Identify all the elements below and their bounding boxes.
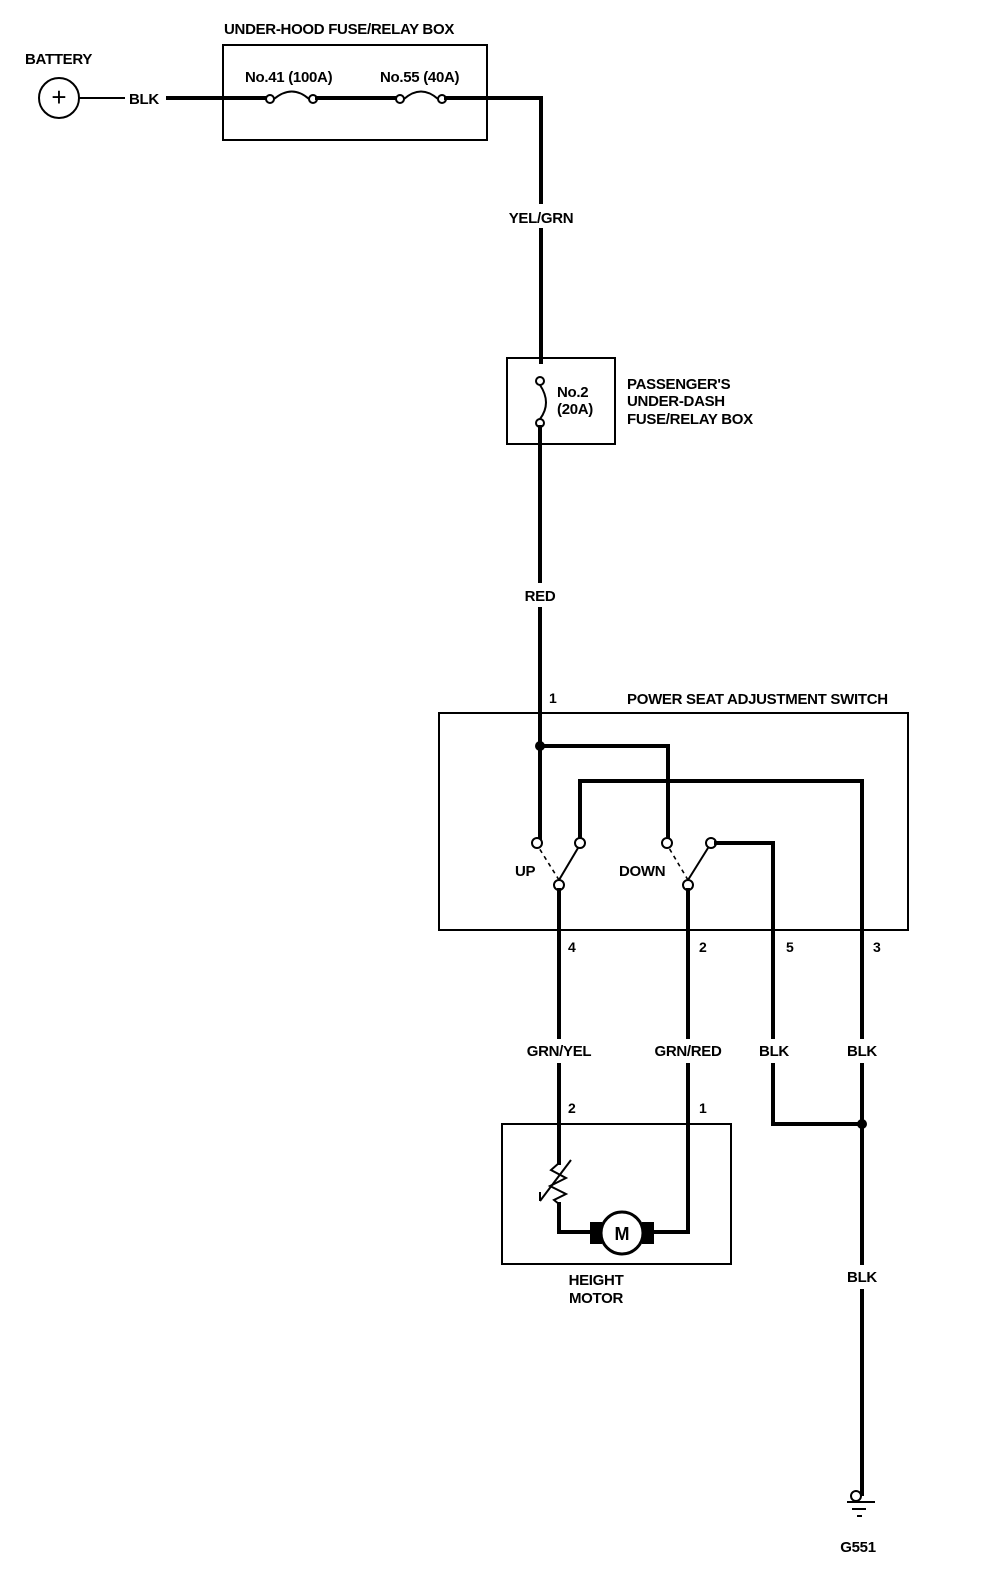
battery-plus-sign: + [51,82,66,112]
motor-pin-2: 2 [568,1100,576,1116]
switch-bus-to-down [538,744,670,840]
feed-label-bg [500,204,584,228]
underdash-box-title-line2: UNDER-DASH [627,393,725,410]
underhood-box-outline [222,44,488,141]
wire-label-grn-yel: GRN/YEL [527,1043,592,1060]
up-contact-nc [531,837,543,849]
wire-label-blk-a: BLK [759,1043,789,1060]
up-label: UP [515,863,536,880]
ground-symbol [847,1490,875,1517]
wire-label-battery-blk: BLK [129,91,159,108]
switch-pin-2: 2 [699,939,707,955]
motor-outline [501,1123,732,1265]
ground-a-label-bg [752,1039,796,1063]
wire-label-blk-main: BLK [847,1269,877,1286]
fuse-41-label: No.41 (100A) [245,69,333,86]
fuse-55-label: No.55 (40A) [380,69,460,86]
switch-ground-bus [578,779,864,932]
switch-pin5-internal [714,841,775,932]
ground-b-label-bg [840,1039,884,1063]
motor-label-line1: HEIGHT [569,1272,624,1289]
up-lead-label-bg [519,1039,599,1063]
wire-label-red: RED [525,588,556,605]
battery-label: BATTERY [25,51,92,68]
underdash-fuse-box: No.2 (20A) [506,357,616,445]
switch-pin-5: 5 [786,939,794,955]
underhood-box-title: UNDER-HOOD FUSE/RELAY BOX [224,21,454,38]
fuse-41-symbol [265,90,318,104]
motor-left-lead [557,1202,594,1234]
fuse-2-terminal-top [535,376,545,386]
power-seat-switch: POWER SEAT ADJUSTMENT SWITCH 1 UP DOWN 4… [438,690,909,955]
motor-brush-right [642,1222,654,1244]
ground-wire-a [771,928,864,1126]
motor-resistor-arrow [539,1159,572,1202]
switch-pin-4: 4 [568,939,576,955]
underhood-fuse-box: UNDER-HOOD FUSE/RELAY BOX No.41 (100A) N… [222,21,488,141]
down-blade [687,847,709,881]
motor-icon [599,1210,645,1256]
switch-title: POWER SEAT ADJUSTMENT SWITCH [627,691,888,708]
feed-wire [444,96,543,364]
ground-label: G551 [840,1539,876,1556]
up-blade-dashed [538,847,560,881]
underdash-box-title-line3: FUSE/RELAY BOX [627,411,753,428]
height-motor: 2 1 M [501,1100,732,1265]
wire-label-grn-red: GRN/RED [654,1043,722,1060]
ground-main-label-bg [840,1265,884,1289]
fuse-2-number: No.2 [557,384,588,401]
fuse-2-symbol [539,384,547,420]
down-contact-nc [661,837,673,849]
up-contact-no [574,837,586,849]
down-blade-dashed [668,847,689,881]
motor-brush-left [590,1222,602,1244]
down-lead-label-bg [648,1039,728,1063]
switch-pin-3: 3 [873,939,881,955]
switch-pin-1: 1 [549,690,557,706]
battery: BATTERY + [25,51,93,119]
fuse-2-rating: (20A) [557,401,593,418]
motor-symbol-letter: M [615,1224,630,1244]
underdash-box-outline [506,357,616,445]
fuse-55-symbol [395,90,447,104]
ground-junction-dot [857,1119,867,1129]
wire-label-yel-grn: YEL/GRN [509,210,574,227]
underdash-box-title-line1: PASSENGER'S [627,376,731,393]
wire-label-blk-b: BLK [847,1043,877,1060]
ground-terminal [850,1490,862,1502]
motor-resistor-icon [547,1162,569,1205]
motor-label-line2: MOTOR [569,1290,624,1307]
down-label: DOWN [619,863,665,880]
switch-outline [438,712,909,931]
switch-feed-label-bg [515,583,567,607]
up-blade [558,847,579,881]
motor-pin-1: 1 [699,1100,707,1116]
